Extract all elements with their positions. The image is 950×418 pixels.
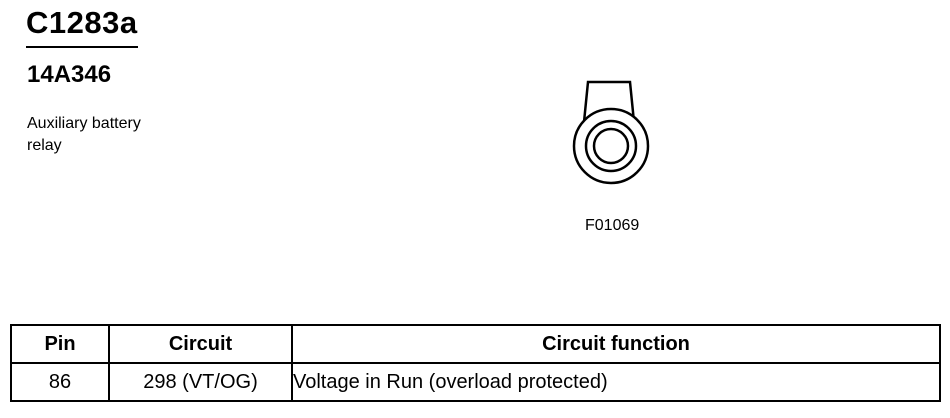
- figure-id: F01069: [585, 217, 640, 234]
- description-line-2: relay: [27, 137, 62, 154]
- header-circuit: Circuit: [108, 324, 293, 364]
- connector-face-icon: [572, 80, 650, 185]
- table-row: 86 298 (VT/OG) Voltage in Run (overload …: [10, 362, 941, 402]
- cell-circuit: 298 (VT/OG): [108, 362, 293, 402]
- connector-pin-outer: [584, 119, 638, 173]
- cell-circuit-function: Voltage in Run (overload protected): [291, 362, 941, 402]
- connector-id: C1283a: [26, 4, 138, 48]
- cell-pin: 86: [10, 362, 110, 402]
- header-circuit-function: Circuit function: [291, 324, 941, 364]
- pin-table: Pin Circuit Circuit function 86 298 (VT/…: [10, 324, 941, 402]
- header-pin: Pin: [10, 324, 110, 364]
- connector-description: Auxiliary battery relay: [27, 113, 187, 157]
- part-number: 14A346: [27, 61, 112, 88]
- connector-pin-inner: [592, 127, 630, 165]
- description-line-1: Auxiliary battery: [27, 115, 141, 132]
- table-header-row: Pin Circuit Circuit function: [10, 324, 941, 364]
